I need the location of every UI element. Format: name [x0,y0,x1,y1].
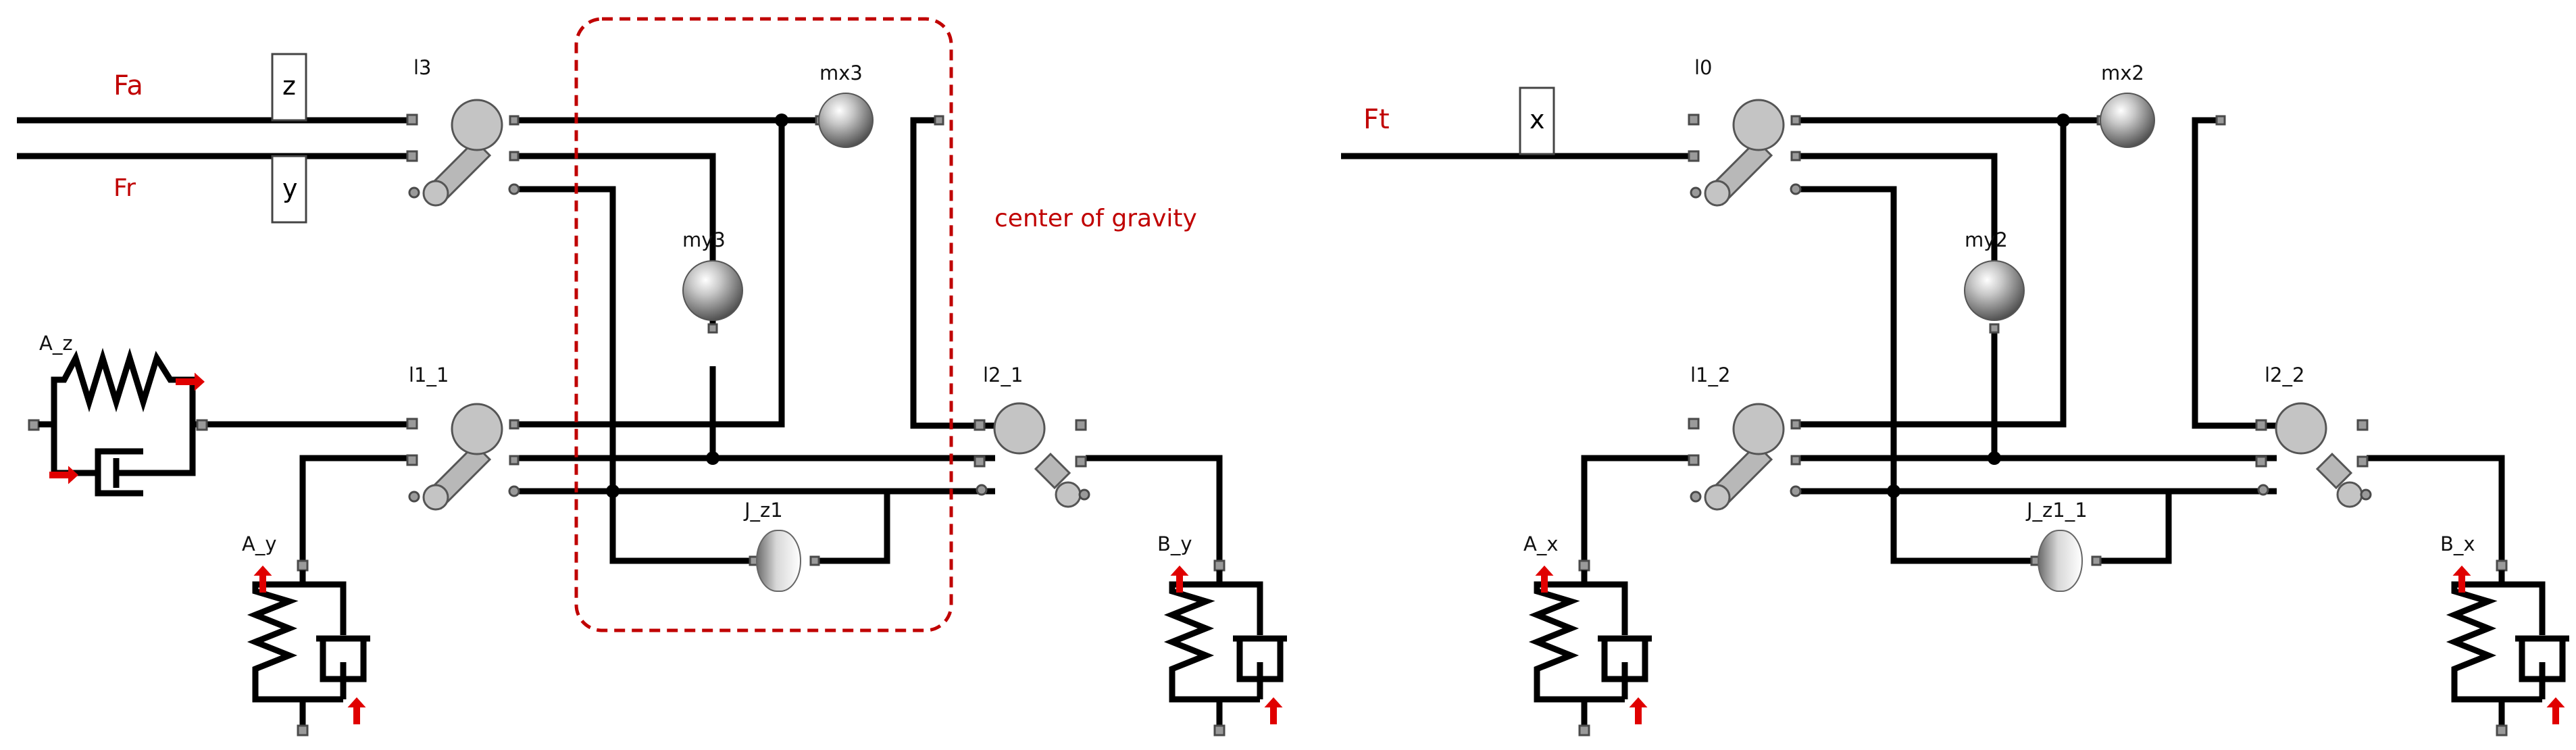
lever-l2-2[interactable] [2255,402,2372,508]
mass-mx2[interactable] [2096,93,2226,148]
mass-mx3-label: mx3 [819,61,863,84]
box-z[interactable]: z [271,53,307,122]
spring-damper-a-z-label: A_z [39,332,73,355]
lever-l2-1[interactable] [974,402,1090,508]
box-y[interactable]: y [271,155,307,224]
lever-l0[interactable] [1688,99,1802,207]
spring-damper-b-x[interactable] [2446,559,2569,736]
spring-damper-a-y[interactable] [247,559,370,736]
spring-damper-b-y[interactable] [1163,559,1287,736]
center-of-gravity-box [574,17,953,632]
left-wires [17,117,1223,564]
inertia-j-z1-label: J_z1 [743,499,783,522]
lever-l2-1-label: l2_1 [983,364,1023,386]
lever-l1-2-label: l1_2 [1690,364,1730,386]
lever-l3[interactable] [406,99,520,207]
box-x-label: x [1530,105,1545,134]
mass-mx2-label: mx2 [2101,61,2144,84]
spring-damper-a-z[interactable] [28,347,208,497]
lever-l0-label: l0 [1694,56,1713,79]
mass-my3-label: my3 [682,228,726,251]
inertia-j-z1-1[interactable] [2030,530,2102,592]
right-wires [1341,117,2505,564]
lever-l3-label: l3 [413,56,432,79]
box-x[interactable]: x [1519,86,1555,155]
signal-fa-label: Fa [113,70,143,101]
mass-my3[interactable] [682,260,743,334]
spring-damper-b-x-label: B_x [2440,532,2475,555]
box-y-label: y [282,174,298,203]
lever-l1-2[interactable] [1688,403,1802,511]
spring-damper-a-y-label: A_y [242,532,277,555]
inertia-j-z1[interactable] [749,530,820,592]
inertia-j-z1-1-label: J_z1_1 [2025,499,2088,522]
signal-ft-label: Ft [1363,104,1390,135]
right-junctions [1887,114,2070,498]
spring-damper-a-x[interactable] [1528,559,1652,736]
lever-l2-2-label: l2_2 [2265,364,2304,386]
mass-mx3[interactable] [815,93,944,148]
lever-l1-1-label: l1_1 [409,364,449,386]
center-of-gravity-label: center of gravity [994,205,1197,232]
lever-l1-1[interactable] [406,403,520,511]
mass-my2[interactable] [1964,260,2025,334]
mass-my2-label: my2 [1965,228,2008,251]
left-junctions [606,114,788,498]
spring-damper-a-x-label: A_x [1523,532,1559,555]
spring-damper-b-y-label: B_y [1157,532,1192,555]
signal-fr-label: Fr [113,174,136,202]
box-z-label: z [282,71,296,101]
